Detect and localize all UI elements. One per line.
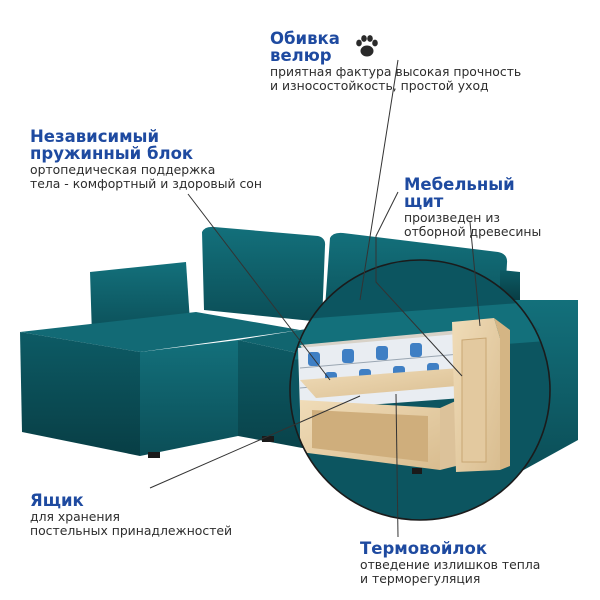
feature-title: Независимый пружинный блок xyxy=(30,127,194,163)
leader-lines xyxy=(149,59,481,538)
chaise-front xyxy=(20,332,140,456)
feature-drawer: Ящик для хранения постельных принадлежно… xyxy=(30,492,232,537)
foot xyxy=(148,452,160,458)
chaise-side xyxy=(140,340,238,456)
feature-felt: Термовойлок отведение излишков тепла и т… xyxy=(360,540,540,585)
feature-title: Обивка велюр xyxy=(270,29,340,65)
feature-description: приятная фактура высокая прочность и изн… xyxy=(270,64,522,93)
chaise-seat-top xyxy=(20,312,300,352)
feature-springs: Независимый пружинный блок ортопедическа… xyxy=(30,128,262,190)
feature-upholstery: Обивка велюр приятная фактура высокая пр… xyxy=(270,30,521,92)
back-cushion-left xyxy=(202,226,326,322)
cutaway-zoom xyxy=(290,260,550,520)
feature-board: Мебельный щит произведен из отборной дре… xyxy=(404,176,541,238)
feature-title: Термовойлок xyxy=(360,539,488,558)
feature-description: произведен из отборной древесины xyxy=(404,210,542,239)
wood-top xyxy=(300,368,480,398)
feature-description: для хранения постельных принадлежностей xyxy=(30,509,233,538)
zoom-circle-outline xyxy=(289,259,551,521)
feature-description: ортопедическая поддержка тела - комфортн… xyxy=(30,162,262,191)
foot xyxy=(262,436,274,442)
feature-description: отведение излишков тепла и терморегуляци… xyxy=(360,557,541,586)
paw-icon xyxy=(352,31,382,61)
feature-title: Мебельный щит xyxy=(404,175,515,211)
feature-title: Ящик xyxy=(30,491,84,510)
